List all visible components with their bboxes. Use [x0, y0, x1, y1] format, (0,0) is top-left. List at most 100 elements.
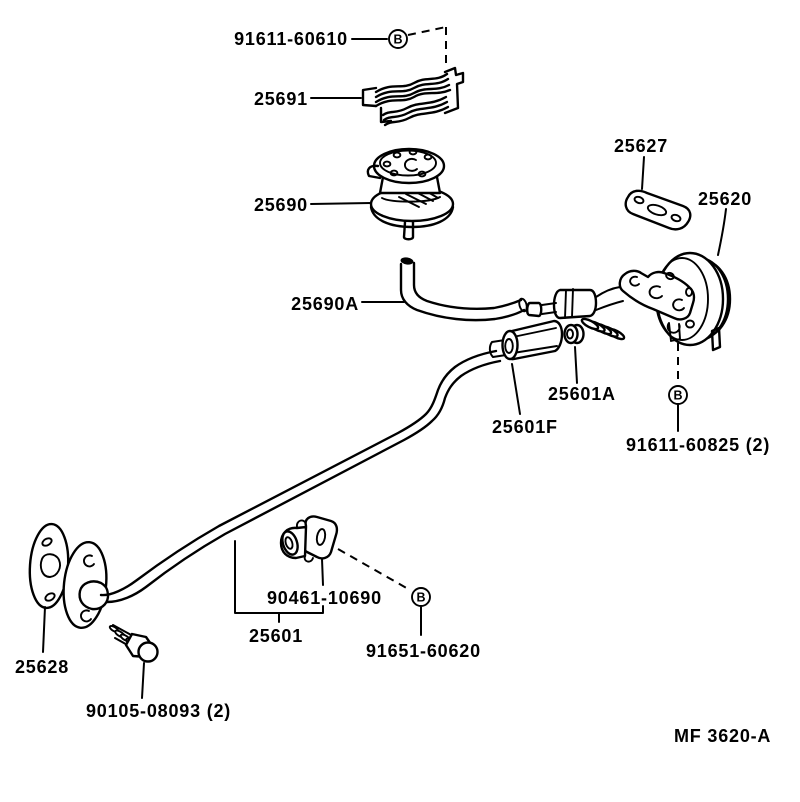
- bolt-b-circle-icon: [388, 29, 408, 49]
- part-label-25691: 25691: [254, 89, 308, 109]
- thread-rib: [580, 317, 600, 331]
- modulator-center-slot: [403, 157, 418, 172]
- valve-lower-tab: [666, 322, 681, 342]
- modulator-hole: [408, 148, 418, 156]
- callout-91611-60825: B 91611-60825 (2): [626, 343, 770, 455]
- callout-91651-60620: B 91651-60620: [337, 548, 481, 661]
- flange-hole: [665, 271, 675, 281]
- part-label-91611-60825: 91611-60825 (2): [626, 435, 770, 455]
- clamp-bracket-hole: [315, 528, 327, 546]
- flange-bolt-hole: [629, 275, 640, 287]
- callout-90461-25601: 90461-10690 25601: [234, 540, 382, 646]
- part-25627-gasket: 25627: [614, 136, 692, 231]
- part-label-25628: 25628: [15, 657, 69, 677]
- modulator-hole: [417, 170, 427, 178]
- leader-line: [641, 156, 645, 190]
- flange-port: [648, 285, 663, 300]
- leader-line: [717, 208, 727, 256]
- pipe-outline: [99, 349, 498, 597]
- part-label-91611-60610: 91611-60610: [234, 29, 348, 49]
- valve-lower-hole: [685, 319, 695, 329]
- leader-line: [511, 363, 521, 415]
- part-label-91651-60620: 91651-60620: [366, 641, 481, 661]
- valve-bracket: [710, 326, 722, 352]
- clip-band: [383, 105, 450, 127]
- callout-91611-60610: 91611-60610 B: [234, 26, 447, 68]
- flange-hole: [685, 287, 693, 297]
- modulator-top-inner: [379, 149, 437, 177]
- modulator-hole: [423, 153, 433, 161]
- valve-neck: [595, 286, 624, 311]
- part-90105-bolt: 90105-08093 (2): [86, 624, 231, 721]
- gasket-hole: [44, 592, 56, 602]
- part-label-25601f: 25601F: [492, 417, 558, 437]
- clamp-ring-bore: [284, 536, 294, 550]
- modulator-stem: [402, 220, 415, 241]
- part-label-25690a: 25690A: [291, 294, 359, 314]
- gasket-hole: [41, 537, 53, 547]
- part-25620-egr-valve: 25620: [618, 189, 752, 352]
- pipe-fittings: [488, 286, 626, 361]
- flange-bolt-hole: [83, 554, 95, 568]
- part-90461-clamp: [279, 515, 339, 563]
- part-label-25690: 25690: [254, 195, 308, 215]
- part-25601-pipe: [78, 349, 502, 611]
- bracket-lines: [234, 540, 324, 623]
- callout-25601f: 25601F: [492, 363, 558, 437]
- callout-25601a: 25601A: [548, 346, 616, 404]
- bolt-b-symbol: B: [416, 591, 425, 605]
- nut-bore: [566, 328, 574, 340]
- clip-band: [374, 72, 449, 94]
- clip-band: [374, 77, 450, 99]
- part-label-25620: 25620: [698, 189, 752, 209]
- gasket-slot: [646, 203, 668, 217]
- pipe-end-tip: [78, 580, 110, 611]
- part-25628-gasket: 25628: [15, 522, 70, 677]
- leader-line: [310, 202, 372, 205]
- vsv-ribs: [564, 288, 574, 319]
- clip-band: [382, 100, 449, 122]
- sleeve-facets: [512, 327, 558, 354]
- bolt-head-face: [137, 641, 159, 663]
- bolt-b-symbol: B: [673, 389, 682, 403]
- clip-band: [374, 83, 451, 104]
- valve-flange: [618, 269, 696, 321]
- leader-line: [574, 346, 578, 384]
- diagram-code: MF 3620-A: [674, 726, 771, 746]
- part-label-25601: 25601: [249, 626, 303, 646]
- gasket-hole: [670, 213, 682, 223]
- flange-bolt-hole: [80, 609, 92, 623]
- hose-open-end: [400, 257, 414, 265]
- clip-left-tab: [361, 86, 378, 108]
- hose-outline: [399, 262, 526, 322]
- sleeve-bore: [504, 338, 514, 354]
- part-25690a-hose: 25690A: [291, 257, 528, 322]
- pipe-outline: [105, 359, 502, 604]
- part-label-90461-10690: 90461-10690: [267, 588, 382, 608]
- part-label-25627: 25627: [614, 136, 668, 156]
- clamp-foot: [303, 555, 314, 563]
- leader-line: [141, 662, 145, 699]
- vsv-stem: [541, 302, 557, 315]
- vsv-body: [552, 288, 598, 320]
- gasket-center-hole: [39, 553, 61, 578]
- flange-port: [672, 298, 685, 312]
- part-25691-clip: 25691: [254, 66, 465, 127]
- gasket-hole: [633, 195, 645, 205]
- modulator-hole: [392, 151, 402, 159]
- hose-outline: [412, 261, 523, 310]
- part-label-90105-08093: 90105-08093 (2): [86, 701, 231, 721]
- part-label-25601a: 25601A: [548, 384, 616, 404]
- clip-band: [381, 95, 448, 117]
- vsv-stem-tip: [526, 301, 543, 318]
- hose-end-opening: [518, 297, 528, 313]
- clip-band: [374, 88, 452, 108]
- part-25690-modulator: 25690: [254, 147, 455, 241]
- clamp-bracket: [301, 515, 339, 560]
- assembly-dashed-line: [407, 26, 447, 68]
- modulator-hole: [382, 160, 392, 168]
- modulator-hole: [389, 169, 399, 177]
- leader-line: [42, 606, 46, 653]
